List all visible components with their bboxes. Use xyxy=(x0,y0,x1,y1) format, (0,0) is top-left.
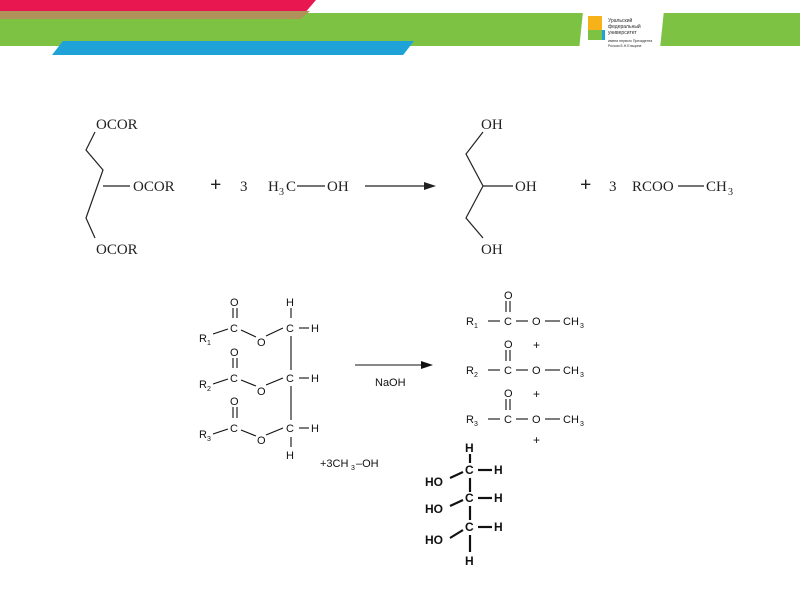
carbon-2: C xyxy=(230,373,238,385)
r-label-1: R xyxy=(199,333,207,345)
ester-methyl-sub-1: 3 xyxy=(580,323,584,330)
methyl-ester-bonds xyxy=(488,301,560,420)
methanol-subscript: 3 xyxy=(351,465,355,472)
ester-r-label-1: R xyxy=(466,316,474,328)
carbonyl-o-1: O xyxy=(230,297,239,309)
logo-line-4: имени первого Президента xyxy=(608,39,652,43)
glycerol-h-bottom: H xyxy=(465,554,474,568)
ester-oxygen-3: O xyxy=(532,414,541,426)
ester-o-1: O xyxy=(257,337,266,349)
methanol-oh: –OH xyxy=(356,458,379,470)
ester-o-3: O xyxy=(257,435,266,447)
header-band-blue xyxy=(52,41,414,55)
ester-carbon-3: C xyxy=(504,414,512,426)
r-label-3: R xyxy=(199,429,207,441)
ester-oxygen-1: O xyxy=(532,316,541,328)
carbonyl-o-2: O xyxy=(230,347,239,359)
backbone-h-1: H xyxy=(311,323,319,335)
logo-mark-icon xyxy=(588,16,602,30)
reactant-ocor-2: OCOR xyxy=(133,179,175,195)
glycerol-h-1: H xyxy=(494,463,503,477)
plus-sign-1: + xyxy=(210,174,221,196)
ester-o-2: O xyxy=(257,386,266,398)
arrowhead-icon xyxy=(424,182,436,190)
glycerol-ho-2: HO xyxy=(425,502,443,516)
glycerol-c-1: C xyxy=(465,463,474,477)
backbone-c-1: C xyxy=(286,323,294,335)
triglyceride-bonds xyxy=(212,308,309,447)
logo-line-3: университет xyxy=(608,30,637,36)
backbone-h-bottom: H xyxy=(286,450,294,462)
ester-rcoo: RCOO xyxy=(632,179,674,195)
plus-sign-ester-1: + xyxy=(533,338,540,352)
ester-methyl-sub-2: 3 xyxy=(580,372,584,379)
r-label-2: R xyxy=(199,379,207,391)
methanol-c: C xyxy=(286,179,296,195)
ester-r-subscript-1: 1 xyxy=(474,323,478,330)
ester-methyl-2: CH xyxy=(563,365,579,377)
carbon-1: C xyxy=(230,323,238,335)
backbone-c-3: C xyxy=(286,423,294,435)
glycerol-oh-1: OH xyxy=(481,117,503,133)
ester-oxygen-2: O xyxy=(532,365,541,377)
glycerol-oh-2: OH xyxy=(515,179,537,195)
glycerol-c-3: C xyxy=(465,520,474,534)
logo-line-1: Уральский xyxy=(608,17,633,24)
ester-carbon-1: C xyxy=(504,316,512,328)
methanol-label: +3CH xyxy=(320,458,348,470)
ester-carbon-2: C xyxy=(504,365,512,377)
catalyst-label: NaOH xyxy=(375,377,406,389)
logo-line-5: России Б.Н.Ельцина xyxy=(608,44,641,48)
glycerol-h-top: H xyxy=(465,441,474,455)
glycerol-oh-3: OH xyxy=(481,242,503,258)
methanol-h: H xyxy=(268,179,279,195)
methanol-oh: OH xyxy=(327,179,349,195)
glycerol-ho-1: HO xyxy=(425,475,443,489)
plus-sign-ester-3: + xyxy=(533,433,540,447)
ester-methyl-sub-3: 3 xyxy=(580,421,584,428)
methanol-coefficient: 3 xyxy=(240,179,248,195)
ester-methyl-1: CH xyxy=(563,316,579,328)
backbone-c-2: C xyxy=(286,373,294,385)
reactant-ocor-3: OCOR xyxy=(96,242,138,258)
carbon-3: C xyxy=(230,423,238,435)
ester-r-label-2: R xyxy=(466,365,474,377)
carbonyl-o-3: O xyxy=(230,396,239,408)
r-subscript-2: 2 xyxy=(207,386,211,393)
reactant-ocor-1: OCOR xyxy=(96,117,138,133)
logo-line-2: федеральный xyxy=(608,23,641,30)
ester-r-label-3: R xyxy=(466,414,474,426)
university-logo: Уральский федеральный университет имени … xyxy=(588,16,652,48)
plus-sign-ester-2: + xyxy=(533,387,540,401)
triglyceride-backbone xyxy=(85,131,104,239)
glycerol-h-3: H xyxy=(494,520,503,534)
glycerol-backbone xyxy=(465,131,484,239)
backbone-h-2: H xyxy=(311,373,319,385)
ester-carbonyl-o-2: O xyxy=(504,339,513,351)
r-subscript-3: 3 xyxy=(207,436,211,443)
glycerol-h-2: H xyxy=(494,491,503,505)
ester-carbonyl-o-3: O xyxy=(504,388,513,400)
glycerol-bonds xyxy=(449,454,492,552)
reaction-1 xyxy=(85,131,704,239)
reaction-2 xyxy=(212,301,560,552)
ester-r-subscript-3: 3 xyxy=(474,421,478,428)
header-band-tan xyxy=(0,11,310,19)
ester-r-subscript-2: 2 xyxy=(474,372,478,379)
ester-coefficient: 3 xyxy=(609,179,617,195)
glycerol-ho-3: HO xyxy=(425,533,443,547)
glycerol-c-2: C xyxy=(465,491,474,505)
backbone-h-top: H xyxy=(286,297,294,309)
ester-ch: CH xyxy=(706,179,727,195)
ester-carbonyl-o-1: O xyxy=(504,290,513,302)
header-band-red xyxy=(0,0,316,11)
r-subscript-1: 1 xyxy=(207,340,211,347)
arrowhead-icon xyxy=(421,361,433,369)
methanol-h-subscript: 3 xyxy=(279,187,284,198)
plus-sign-2: + xyxy=(580,174,591,196)
ester-ch-subscript: 3 xyxy=(728,187,733,198)
ester-methyl-3: CH xyxy=(563,414,579,426)
backbone-h-3: H xyxy=(311,423,319,435)
